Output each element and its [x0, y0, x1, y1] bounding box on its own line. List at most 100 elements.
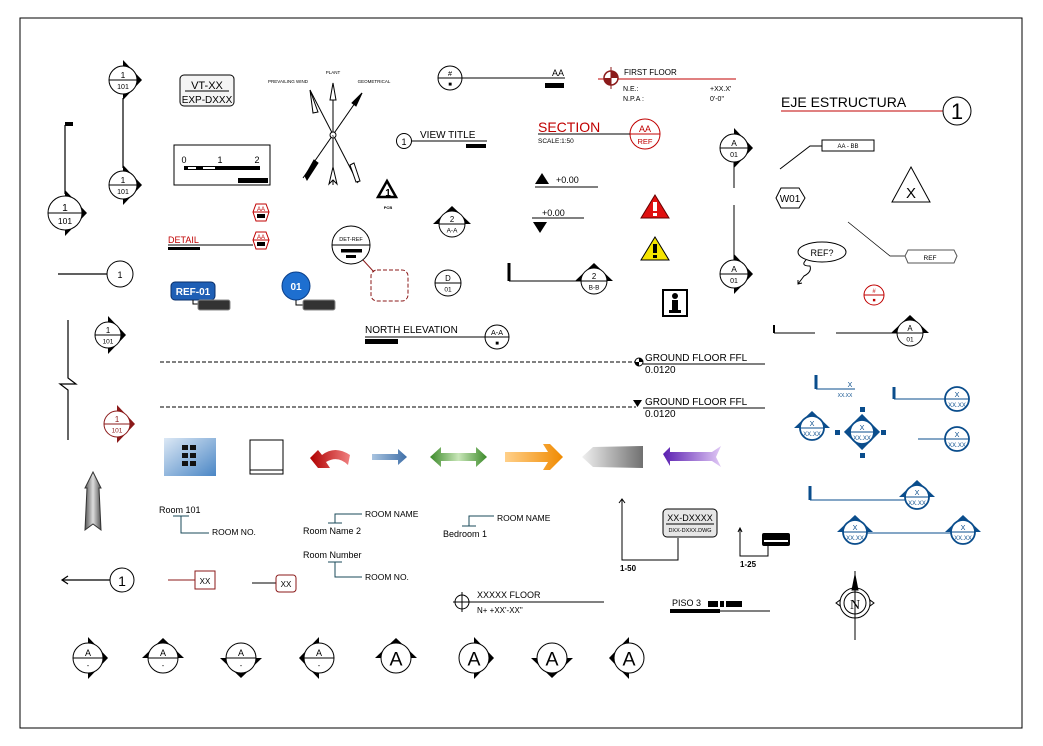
section-marker: XXX.XX — [837, 515, 873, 545]
marker-circle — [536, 642, 568, 674]
marker-bottom-label: - — [162, 661, 165, 670]
revision-triangle: X — [891, 165, 931, 203]
up-arrow-icon — [84, 470, 102, 532]
section-title-label: SECTION — [538, 119, 600, 135]
level-value: +0.00 — [542, 208, 565, 218]
marker-bottom-label: A-A — [447, 227, 459, 234]
marker-circle — [380, 642, 412, 674]
section-marker: A — [375, 638, 417, 674]
hex-tag-w01: W01 — [775, 187, 806, 209]
marker-circle — [613, 642, 645, 674]
marker-top-label: X — [955, 390, 960, 399]
marker-bottom-label: 101 — [117, 84, 129, 91]
section-cut-lines — [507, 162, 898, 334]
ground-floor-value: 0.0120 — [645, 365, 676, 376]
ne-label: N.E.: — [623, 86, 639, 93]
section-markers: 110111011101110111012A-A2B-BA01A01A01XXX… — [47, 60, 981, 679]
marker-bottom-label: XX.XX — [846, 536, 864, 542]
scale-label: 1-25 — [740, 560, 757, 569]
view-title-number: 1 — [401, 137, 406, 147]
blue-circle-label: 01 — [290, 282, 302, 293]
section-marker: XXX.XX — [945, 515, 981, 545]
detail-hex-tag: AA — [252, 203, 270, 222]
section-marker: A- — [72, 637, 108, 679]
cloud-callout: REF? — [797, 241, 847, 285]
scale-tick: 0 — [181, 155, 186, 165]
left-column-lines — [58, 98, 124, 585]
section-marker: XXX.XX — [899, 480, 935, 510]
grip-square-icon — [881, 430, 886, 435]
callout-circle-2: 1 — [109, 567, 135, 593]
xx-tag-red: XX — [168, 570, 216, 590]
section-marker: 2B-B — [575, 263, 613, 295]
marker-top-label: AA — [639, 124, 651, 134]
recycle-number: 1 — [385, 188, 391, 199]
grip-square-icon — [860, 453, 865, 458]
ref-tag-label: REF-01 — [176, 287, 211, 298]
marker-top-label: 1 — [121, 70, 126, 80]
leader-label: REF — [924, 255, 937, 262]
gray-arrow-icon — [582, 446, 643, 468]
section-marker: XXX.XX — [944, 426, 970, 452]
marker-bottom-label: - — [87, 661, 90, 670]
ground-floor-level-2: GROUND FLOOR FFL 0.0120 — [160, 397, 765, 420]
xx-label: XX — [200, 577, 211, 586]
room-labels — [173, 513, 494, 578]
marker-top-label: X — [961, 523, 966, 532]
section-marker: D01 — [434, 269, 462, 297]
marker-bottom-label: 101 — [103, 338, 114, 345]
room-name-label: Room Name 2 — [303, 526, 361, 536]
room-name-label: ROOM NAME — [365, 509, 419, 519]
callout-circle-1: 1 — [106, 260, 134, 288]
leader-label: AA - BB — [837, 144, 858, 150]
marker-bottom-label: 01 — [730, 278, 738, 285]
section-title: SECTION SCALE:1:50 — [538, 119, 630, 145]
marker-bottom-label: 101 — [58, 216, 72, 226]
ref-tag[interactable]: REF-01 — [170, 281, 231, 311]
view-title: 1 VIEW TITLE — [396, 130, 487, 149]
sheet-border — [19, 17, 1023, 729]
marker-bottom-label: 101 — [117, 189, 129, 196]
blue-callout-circle[interactable]: 01 — [281, 271, 336, 311]
marker-bottom-label: 101 — [112, 427, 123, 434]
section-marker: #■ — [863, 284, 885, 306]
first-floor-level: FIRST FLOOR N.E.: +XX.X' N.P.A : 0'-0" — [598, 67, 736, 103]
marker-top-label: A — [85, 648, 91, 658]
vt-tag-bottom: EXP-DXXX — [182, 95, 233, 106]
section-marker: A 01 — [719, 254, 753, 294]
ne-value: +XX.X' — [710, 86, 731, 93]
marker-bottom-label: REF — [638, 137, 653, 146]
marker-top-label: A — [467, 649, 480, 671]
marker-circle — [458, 642, 490, 674]
recycle-code: PCB — [384, 205, 393, 210]
marker-top-label: A-A — [491, 328, 503, 337]
section-marker: A- — [142, 638, 184, 674]
plant-label: PLANT — [326, 70, 341, 75]
section-marker: A01 — [891, 315, 929, 347]
marker-bottom-label: ■ — [448, 82, 452, 88]
detail-reference: DET-REF — [331, 225, 409, 302]
grid-list-icon — [164, 438, 216, 476]
w01-label: W01 — [780, 194, 801, 205]
piso-label: PISO 3 — [672, 598, 701, 608]
warning-yellow-icon — [640, 236, 670, 261]
marker-top-label: X — [915, 488, 920, 497]
marker-top-label: A — [238, 648, 244, 658]
purple-arrow-icon — [663, 446, 721, 467]
floor-level-marker: XXXXX FLOOR N+ +XX'-XX" — [453, 590, 604, 615]
wind-rose — [302, 82, 363, 186]
xx-tag: XX — [252, 574, 297, 593]
section-marker: XXX.XX — [944, 386, 970, 412]
hex-label: AA — [257, 235, 265, 241]
marker-top-label: A — [731, 264, 737, 274]
room-name-label: Room 101 — [159, 505, 201, 515]
cloud-label: REF? — [810, 248, 833, 258]
detail-label: DETAIL — [168, 235, 199, 245]
callout-number: 1 — [118, 573, 126, 589]
marker-bottom-label: ■ — [872, 298, 875, 304]
ground-floor-label: GROUND FLOOR FFL — [645, 353, 748, 364]
marker-top-label: A — [389, 649, 402, 671]
room-name-label: ROOM NAME — [497, 513, 551, 523]
